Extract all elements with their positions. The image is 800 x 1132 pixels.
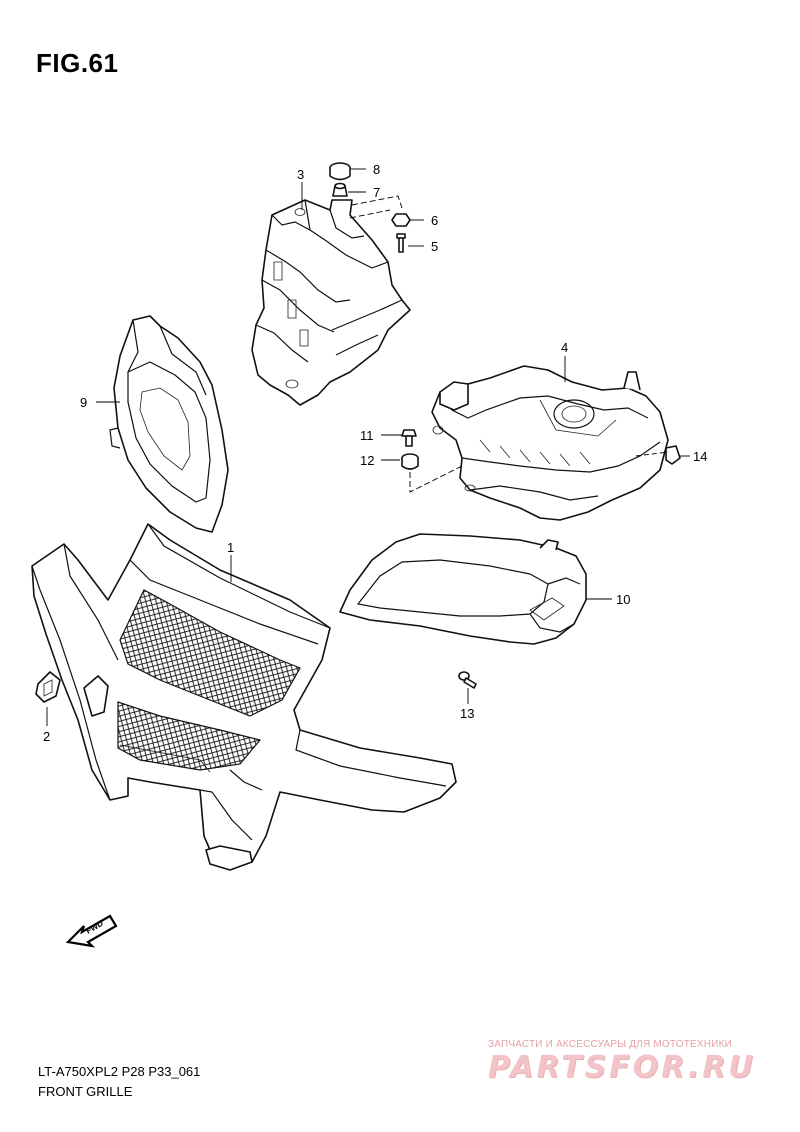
figure-name: FRONT GRILLE [38,1084,133,1099]
callout-6: 6 [431,213,438,228]
grommet-part-8[interactable] [329,162,351,181]
callout-9: 9 [80,395,87,410]
lower-bracket-part-4[interactable] [431,365,669,521]
front-grille-part-1[interactable] [31,523,457,871]
headlight-bracket-part-3[interactable] [251,199,411,406]
callout-10: 10 [616,592,630,607]
callout-3: 3 [297,167,304,182]
collar-part-7[interactable] [332,182,348,197]
figure-code: LT-A750XPL2 P28 P33_061 [38,1064,201,1079]
watermark-brand: PARTSFOR.RU [488,1050,756,1085]
fwd-arrow-icon: FWD [65,914,118,948]
clip-part-14[interactable] [665,445,681,465]
callout-12: 12 [360,453,374,468]
headlight-bezel-part-9[interactable] [109,315,229,533]
callout-2: 2 [43,729,50,744]
bolt-part-5[interactable] [396,233,406,253]
callout-8: 8 [373,162,380,177]
callout-5: 5 [431,239,438,254]
figure-title: FIG.61 [36,48,119,78]
screw-part-13[interactable] [458,671,477,689]
bolt-part-11[interactable] [401,429,417,447]
callout-labels: 1 2 3 4 5 6 7 8 9 10 11 12 13 14 [43,162,707,744]
callout-11: 11 [360,428,374,443]
nut-part-6[interactable] [391,213,411,227]
callout-4: 4 [561,340,568,355]
watermark-tagline: ЗАПЧАСТИ И АКСЕССУАРЫ ДЛЯ МОТОТЕХНИКИ [488,1039,733,1050]
leader-lines [46,168,690,726]
side-cover-part-10[interactable] [339,533,587,645]
grommet-part-12[interactable] [401,453,419,470]
callout-14: 14 [693,449,707,464]
clip-part-2[interactable] [35,671,61,703]
callout-13: 13 [460,706,474,721]
callout-7: 7 [373,185,380,200]
callout-1: 1 [227,540,234,555]
